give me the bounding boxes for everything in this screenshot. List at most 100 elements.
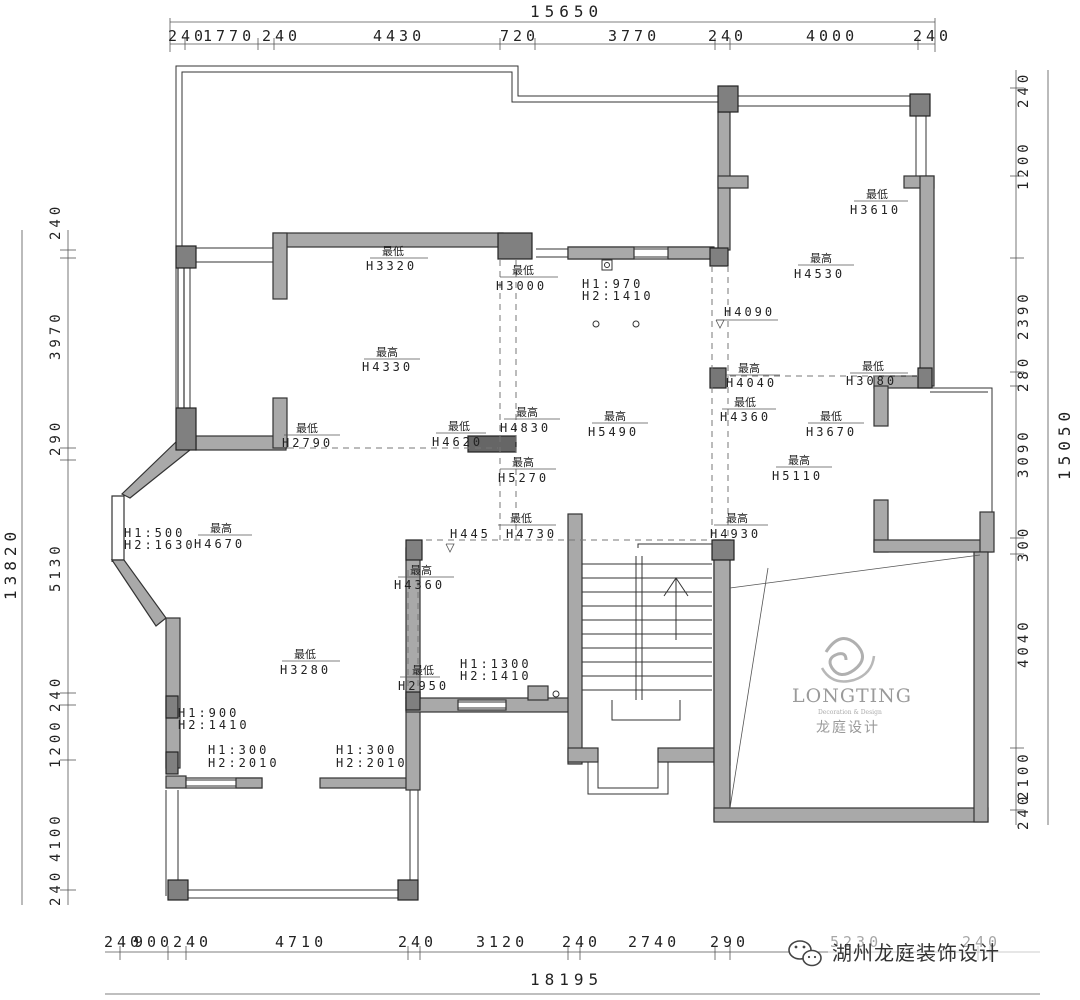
right-dimension-chain: 240 1200 2390 280 3090 300 4040 2100 240… [1010, 70, 1074, 830]
window-h1: H1:900 [178, 706, 239, 720]
height-label: 最高 [376, 345, 398, 359]
watermark: 湖州龙庭装饰设计 [788, 936, 1046, 967]
left-dimension-8: 240 [48, 869, 64, 906]
right-dimension-2: 1200 [1016, 140, 1032, 190]
bottom-dimension-3: 240 [173, 933, 212, 951]
height-value: H4360 [720, 410, 771, 424]
right-dimension-1: 240 [1016, 71, 1032, 108]
left-dimension-1: 240 [48, 203, 64, 240]
window-h2: H2:2010 [208, 756, 280, 770]
right-dimension-6: 300 [1016, 525, 1032, 562]
height-mark: 最低 H3670 [806, 410, 864, 439]
height-value: H5270 [498, 471, 549, 485]
height-label: 最低 [382, 245, 404, 258]
logo-chinese-name: 龙庭设计 [816, 719, 880, 736]
height-mark: 最高 H5490 [588, 409, 648, 439]
window-h1: H1:300 [208, 743, 269, 757]
height-mark: H445 [445, 527, 491, 553]
logo-tagline: Decoration & Design [818, 709, 882, 716]
height-label: 最高 [788, 453, 810, 467]
window-h2: H2:1410 [460, 669, 532, 683]
height-mark: H4090 [715, 305, 778, 329]
bottom-dimension-8: 2740 [628, 933, 680, 951]
bottom-dimension-2: 900 [134, 933, 173, 951]
top-dimension-chain: 15650 240 1770 240 4430 720 3770 240 400… [168, 2, 952, 52]
bottom-dimension-5: 240 [398, 933, 437, 951]
bottom-dimension-9: 290 [710, 933, 749, 951]
logo-name: LONGTING [792, 685, 912, 707]
height-mark: 最高 H5270 [498, 455, 556, 485]
top-total-dimension: 15650 [530, 2, 603, 21]
top-dimension-8: 4000 [806, 27, 858, 45]
height-mark: 最高 H4360 [394, 563, 454, 592]
height-mark: 最高 H5110 [772, 453, 832, 483]
left-dimension-7: 4100 [48, 812, 64, 862]
height-mark: 最高 H4830 [500, 405, 560, 435]
height-mark: 最高 H4670 [194, 521, 252, 551]
height-value: H3080 [846, 374, 897, 388]
window-h1: H1:1300 [460, 657, 532, 671]
right-dimension-9: 240 [1016, 793, 1032, 830]
fixtures [552, 259, 640, 698]
height-mark: 最低 H4360 [720, 396, 776, 424]
height-annotations: 最低 H3320 最低 H3000 最高 H4330 最低 H2790 最低 H… [194, 188, 908, 693]
height-value: H2790 [282, 436, 333, 450]
height-mark: 最低 H3320 [366, 245, 428, 273]
left-dimension-4: 5130 [48, 542, 64, 592]
height-value: H4730 [506, 527, 557, 541]
walls [110, 95, 995, 899]
ceiling-lines [288, 260, 918, 690]
height-mark: 最低 H3610 [850, 188, 908, 217]
height-value: H4530 [794, 267, 845, 281]
height-label: 最高 [512, 455, 534, 469]
left-total-dimension: 13820 [1, 527, 20, 600]
bottom-total-dimension: 18195 [530, 970, 603, 989]
left-dimension-6: 1200 [48, 718, 64, 768]
right-dimension-8: 2100 [1016, 750, 1032, 800]
height-value: H2950 [398, 679, 449, 693]
height-mark: 最低 H3080 [846, 360, 908, 388]
height-value: H4830 [500, 421, 551, 435]
window-h2: H2:1630 [124, 538, 196, 552]
height-label: 最高 [210, 521, 232, 535]
right-dimension-4: 280 [1016, 355, 1032, 392]
window-h1: H1:970 [582, 277, 643, 291]
left-dimension-5: 240 [48, 675, 64, 712]
height-label: 最低 [296, 422, 318, 435]
bottom-dimension-6: 3120 [476, 933, 528, 951]
top-dimension-2: 1770 [203, 27, 255, 45]
top-dimension-7: 240 [708, 27, 747, 45]
window-h1: H1:500 [124, 526, 185, 540]
height-label: 最高 [604, 409, 626, 423]
top-dimension-1: 240 [168, 27, 207, 45]
watermark-text: 湖州龙庭装饰设计 [832, 941, 1000, 965]
height-value: H5490 [588, 425, 639, 439]
height-mark: 最高 H4530 [794, 251, 854, 281]
height-value: H5110 [772, 469, 823, 483]
top-dimension-6: 3770 [608, 27, 660, 45]
top-dimension-9: 240 [913, 27, 952, 45]
window-h2: H2:1410 [582, 289, 654, 303]
height-label: 最低 [412, 664, 434, 677]
height-value: H3000 [496, 279, 547, 293]
height-value: H4670 [194, 537, 245, 551]
terrace-railing [175, 65, 993, 520]
right-dimension-7: 4040 [1016, 618, 1032, 668]
height-value: H3610 [850, 203, 901, 217]
staircase [582, 543, 712, 721]
longting-logo-icon: LONGTING Decoration & Design 龙庭设计 [792, 637, 912, 736]
height-mark: 最低 H3000 [496, 264, 558, 293]
height-value: H445 [450, 527, 491, 541]
height-value: H4360 [394, 578, 445, 592]
height-label: 最低 [294, 648, 316, 661]
height-mark: 最低 H4730 [498, 512, 557, 541]
height-value: H4930 [710, 527, 761, 541]
height-label: 最高 [738, 361, 760, 375]
height-mark: 最低 H2790 [282, 422, 340, 450]
bottom-dimension-1: 240 [104, 933, 143, 951]
right-dimension-5: 3090 [1016, 428, 1032, 478]
height-label: 最低 [448, 420, 470, 433]
window-h2: H2:1410 [178, 718, 250, 732]
height-label: 最高 [726, 511, 748, 525]
